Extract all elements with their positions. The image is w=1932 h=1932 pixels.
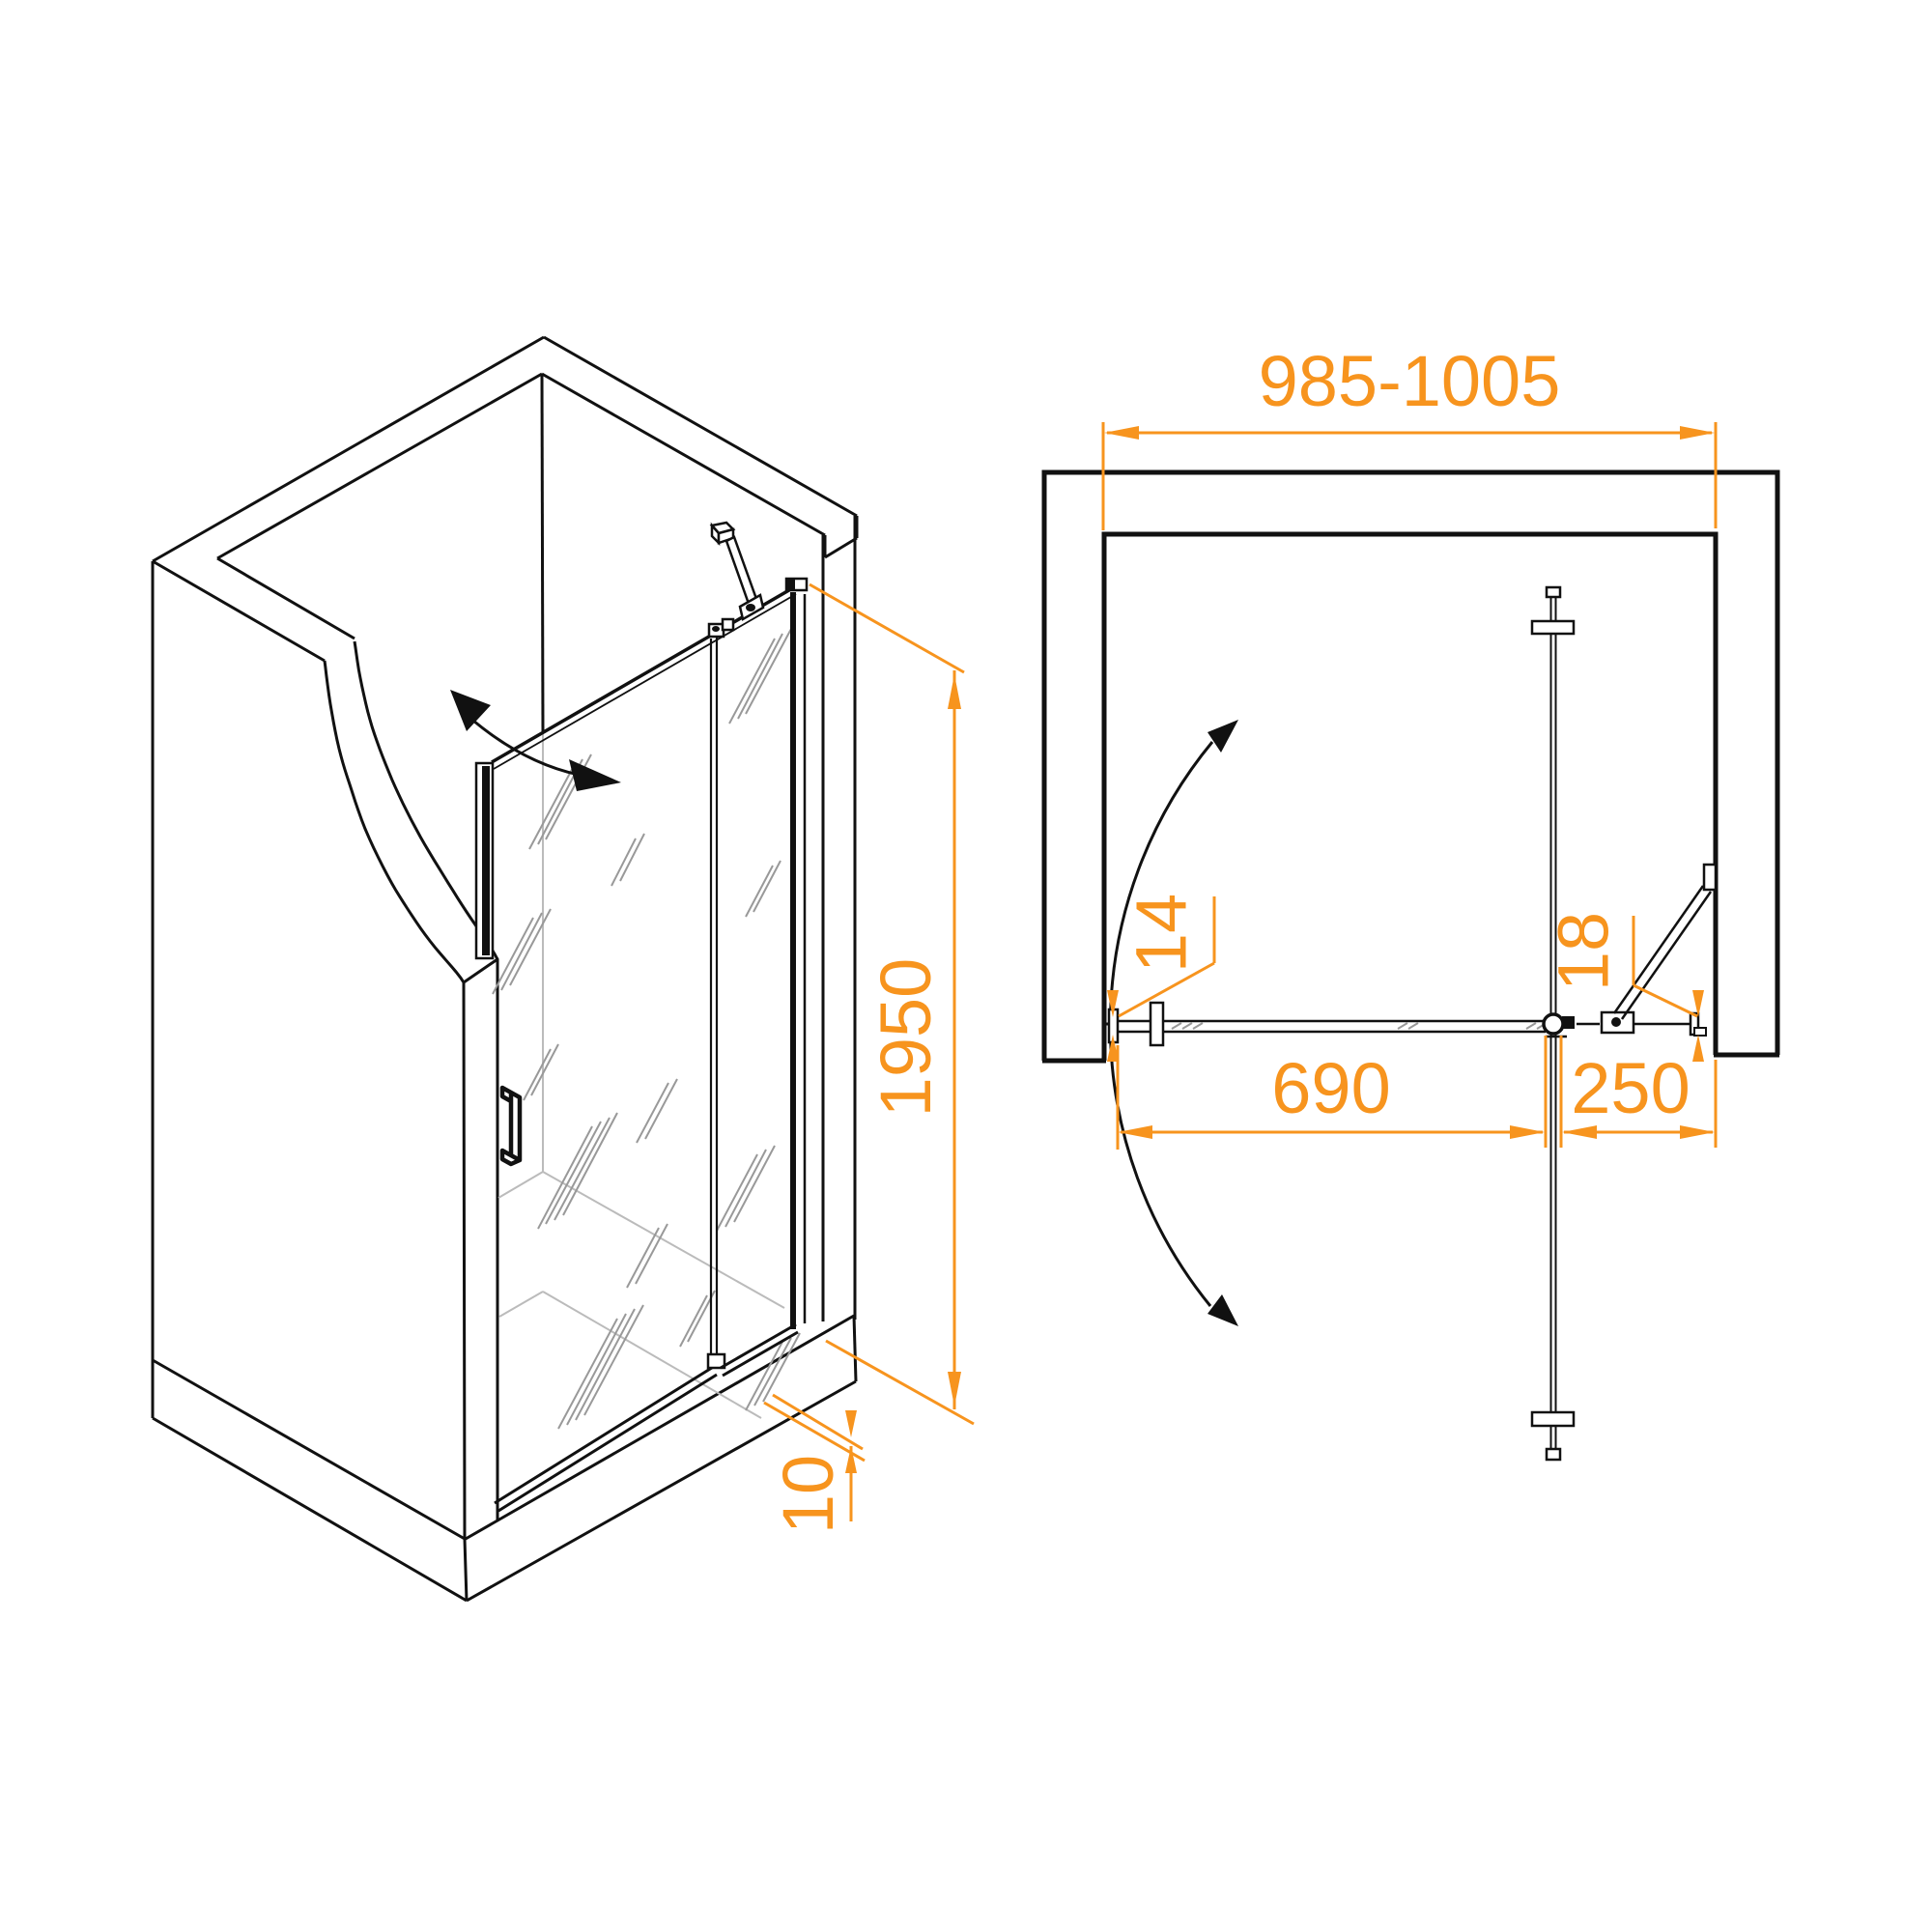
svg-text:18: 18 (1544, 912, 1624, 991)
svg-text:250: 250 (1571, 1048, 1690, 1128)
svg-text:10: 10 (768, 1455, 848, 1534)
svg-text:690: 690 (1271, 1048, 1390, 1128)
svg-text:985-1005: 985-1005 (1259, 341, 1561, 421)
svg-text:14: 14 (1122, 894, 1202, 973)
svg-text:1950: 1950 (866, 958, 946, 1118)
